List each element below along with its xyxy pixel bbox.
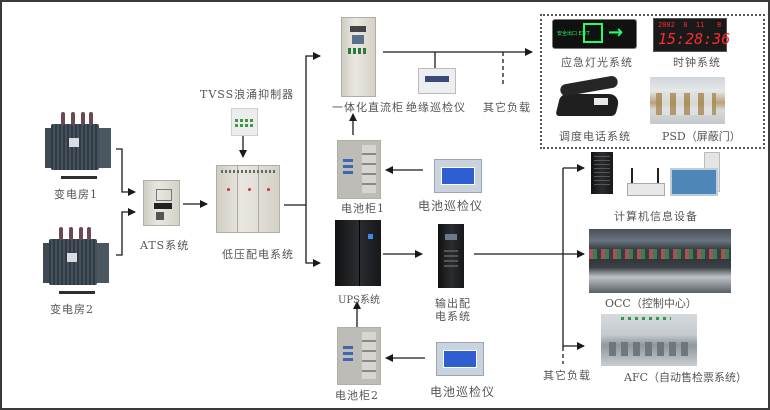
label-afc: AFC（自动售检票系统） [624,371,747,384]
digital-clock-icon: 2002 8 11 8 15:28:36 [653,18,731,52]
label-output-distribution-line2: 电系统 [435,310,471,323]
label-dc-cabinet: 一体化直流柜 [332,101,404,114]
output-cabinet-icon [438,224,464,288]
battery-cabinet-icon [337,140,381,199]
clock-date: 2002 8 11 8 [658,21,722,29]
exit-sign-icon: 安全出口 EXIT → [552,19,637,49]
label-other-load-top: 其它负载 [483,101,531,114]
label-occ: OCC（控制中心） [605,297,697,310]
label-substation-1: 变电房1 [54,188,98,201]
label-substation-2: 变电房2 [50,303,94,316]
battery-monitor-icon [436,342,484,376]
battery-monitor-icon [434,159,482,193]
label-clock-system: 时钟系统 [673,56,721,69]
label-output-distribution-line1: 输出配 [435,297,471,310]
exit-sign-text: 安全出口 EXIT [557,31,590,37]
ups-icon [335,220,381,286]
platform-door-photo [650,77,725,124]
label-dispatch-phone: 调度电话系统 [559,130,631,143]
line-lv-ups [305,205,321,267]
control-center-photo [589,229,731,293]
line-xfmr1-ats [116,148,136,196]
label-tvss: TVSS浪涌抑制器 [200,88,295,101]
label-psd: PSD（屏蔽门） [662,130,741,143]
label-ups: UPS系统 [338,295,381,306]
label-battery-cabinet-2: 电池柜2 [335,389,379,402]
label-other-load-bottom: 其它负载 [543,369,591,382]
label-battery-monitor-1: 电池巡检仪 [418,199,484,213]
label-low-voltage: 低压配电系统 [222,248,294,261]
auxiliary-systems-group [540,14,765,149]
distribution-cabinet-icon [216,165,280,233]
desktop-computer-icon [670,152,725,197]
transformer-icon [45,110,115,180]
telephone-icon [554,75,626,122]
insulation-monitor-icon [418,68,456,94]
label-ats: ATS系统 [140,239,190,252]
line-xfmr2-ats [116,208,136,256]
server-rack-icon [591,152,613,194]
dc-cabinet-icon [341,17,376,97]
label-battery-cabinet-1: 电池柜1 [341,202,385,215]
label-emergency-light: 应急灯光系统 [561,56,633,69]
clock-time: 15:28:36 [658,30,731,48]
label-computer-equipment: 计算机信息设备 [614,210,698,223]
surge-protector-icon [231,108,258,136]
battery-cabinet-icon [337,327,381,385]
label-insulation-monitor: 绝缘巡检仪 [406,101,466,114]
transformer-icon [43,225,113,295]
line-lv-bus [284,52,321,206]
fare-gate-photo [601,314,697,366]
label-battery-monitor-2: 电池巡检仪 [430,385,496,399]
ats-cabinet-icon [143,180,180,226]
router-icon [627,168,665,196]
